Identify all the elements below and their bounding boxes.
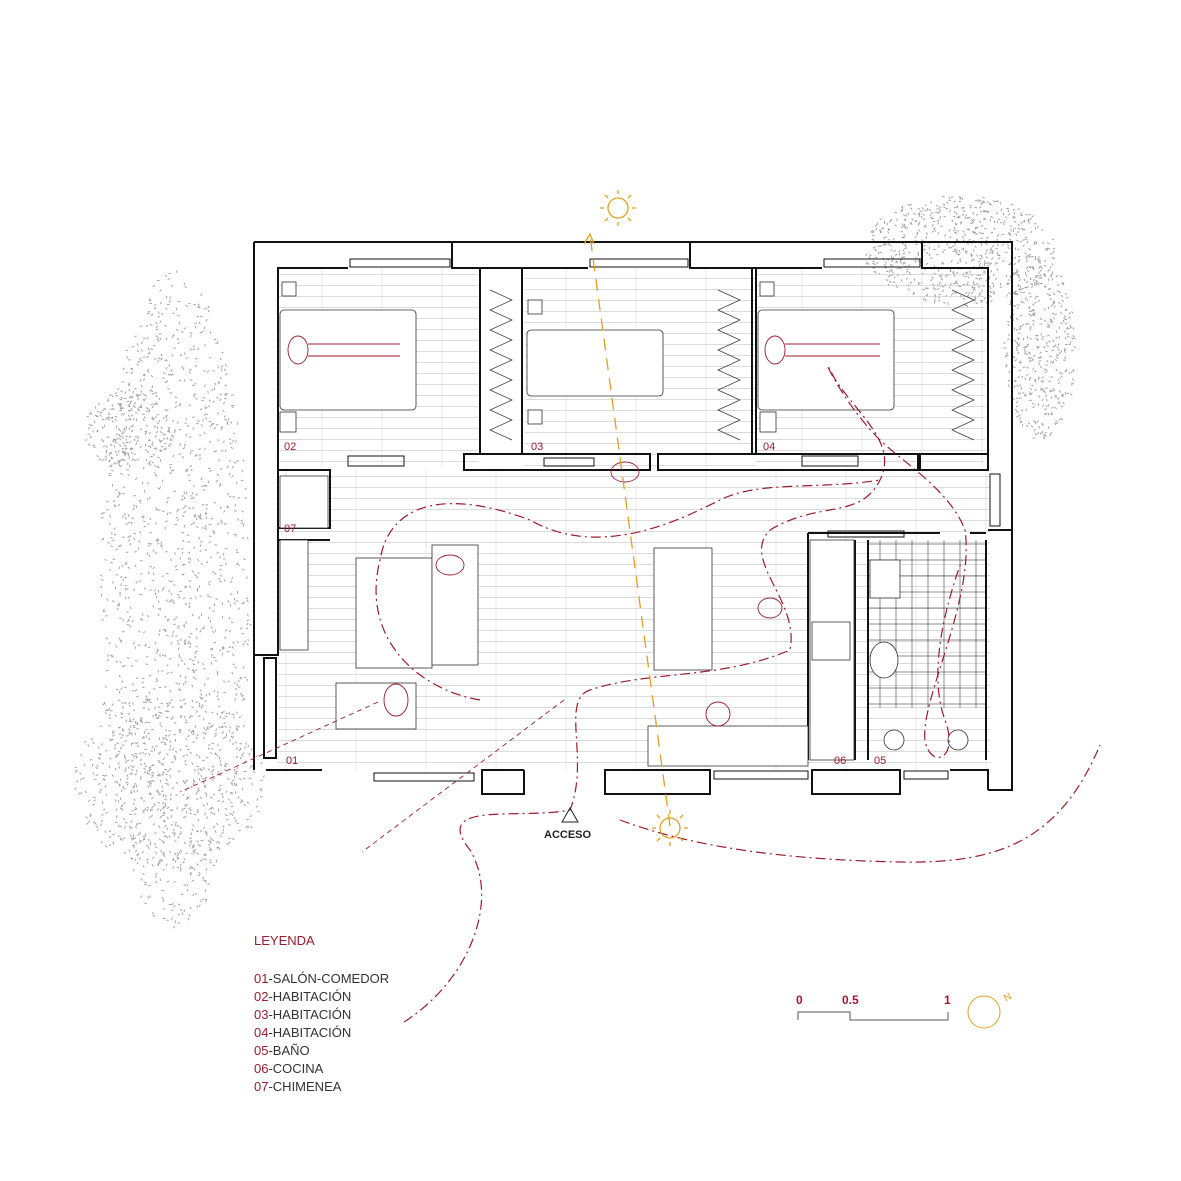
room-number-01: 01	[286, 755, 298, 767]
circulation-path	[375, 364, 1101, 1023]
legend-item-label: -BAÑO	[268, 1043, 310, 1058]
legend-item-number: 06	[254, 1061, 269, 1076]
legend-item-label: -HABITACIÓN	[268, 1007, 352, 1022]
room-number-07: 07	[284, 523, 296, 535]
legend-item-label: -SALÓN-COMEDOR	[268, 971, 390, 986]
closets	[489, 289, 975, 441]
legend-item-number: 05	[254, 1043, 269, 1058]
legend-item: 03-HABITACIÓN	[254, 1006, 389, 1024]
legend-item: 07-CHIMENEA	[254, 1078, 389, 1096]
scale-bar: 0 0.5 1	[796, 993, 951, 1021]
north-arrow-icon: N	[967, 991, 1014, 1029]
legend-item-label: -HABITACIÓN	[268, 989, 352, 1004]
furniture	[279, 281, 969, 767]
legend-item: 01-SALÓN-COMEDOR	[254, 970, 389, 988]
room-number-02: 02	[284, 441, 296, 453]
legend-item-number: 07	[254, 1079, 269, 1094]
legend-item: 02-HABITACIÓN	[254, 988, 389, 1006]
legend-title: LEYENDA	[254, 933, 315, 948]
gravel-texture	[74, 195, 1077, 929]
room-number-06: 06	[834, 755, 846, 767]
scale-tick-1: 1	[944, 993, 951, 1007]
legend-item-label: -COCINA	[268, 1061, 324, 1076]
scale-tick-05: 0.5	[842, 993, 859, 1007]
person-icon	[287, 335, 880, 727]
legend-item-number: 01	[254, 971, 269, 986]
legend-item: 05-BAÑO	[254, 1042, 389, 1060]
windows	[347, 258, 1001, 782]
room-number-05: 05	[874, 755, 886, 767]
svg-text:N: N	[1002, 991, 1014, 1004]
sun-icon	[600, 190, 636, 226]
sun-path	[583, 190, 688, 846]
legend-item-number: 04	[254, 1025, 269, 1040]
room-number-03: 03	[531, 441, 543, 453]
access-label: ACCESO	[544, 829, 592, 841]
walls	[253, 241, 1013, 795]
scale-tick-0: 0	[796, 993, 803, 1007]
sun-icon	[652, 810, 688, 846]
view-arrows	[179, 699, 565, 853]
legend-item-number: 02	[254, 989, 269, 1004]
access-triangle-icon	[561, 806, 579, 823]
legend-item-label: -HABITACIÓN	[268, 1025, 352, 1040]
legend-item: 06-COCINA	[254, 1060, 389, 1078]
legend-item: 04-HABITACIÓN	[254, 1024, 389, 1042]
room-number-04: 04	[763, 441, 775, 453]
legend-item-number: 03	[254, 1007, 269, 1022]
legend-item-label: -CHIMENEA	[268, 1079, 342, 1094]
